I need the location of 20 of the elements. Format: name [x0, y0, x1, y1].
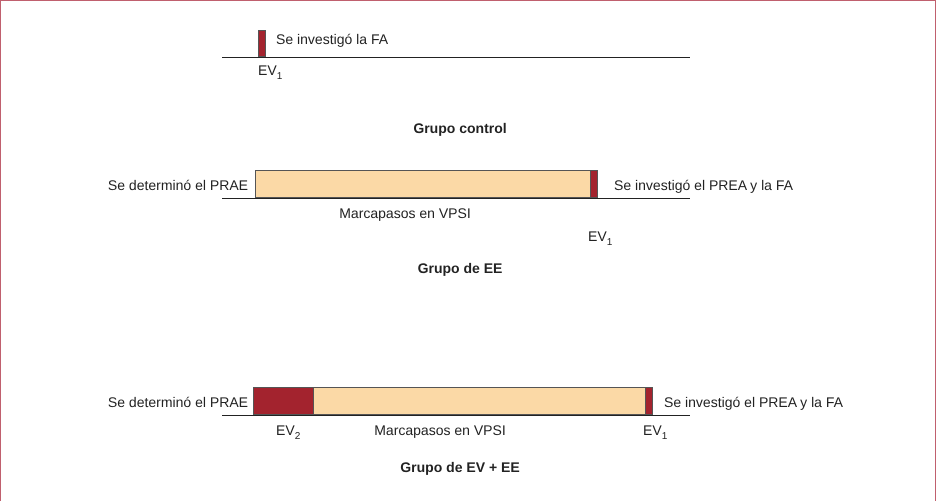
note-text: Se investigó la FA	[276, 31, 388, 47]
note-text: Se investigó el PREA y la FA	[664, 394, 843, 410]
event-marker	[590, 170, 598, 198]
event-marker	[258, 30, 266, 57]
group-title: Grupo control	[413, 120, 507, 136]
event-label: EV$_{1}$	[643, 422, 668, 438]
note-text: Se determinó el PRAE	[108, 177, 248, 193]
event-label: EV$_{1}$	[588, 228, 612, 244]
phase-label: Marcapasos en VPSI	[339, 205, 471, 221]
event-label: EV$_{1}$	[258, 62, 282, 78]
note-text: Se investigó el PREA y la FA	[614, 177, 793, 193]
group-title: Grupo de EV + EE	[400, 459, 520, 475]
timeline-bar	[253, 387, 314, 415]
event-marker	[645, 387, 653, 415]
phase-label: Marcapasos en VPSI	[374, 422, 506, 438]
note-text: Se determinó el PRAE	[108, 394, 248, 410]
timeline-bar	[255, 170, 591, 198]
group-title: Grupo de EE	[418, 260, 502, 276]
timeline-bar	[313, 387, 646, 415]
event-label: EV$_{2}$	[276, 422, 300, 438]
